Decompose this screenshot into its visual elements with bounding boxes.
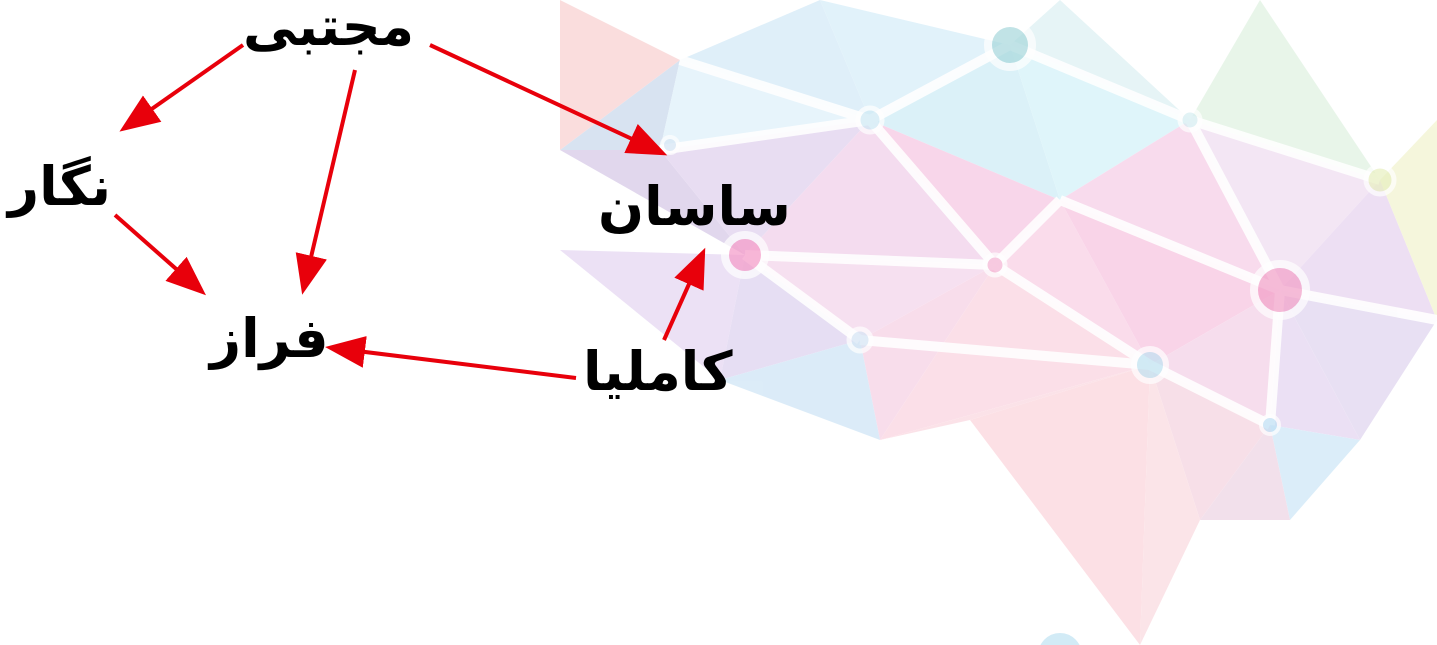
node-saman: ساسان [598, 180, 791, 234]
arrow-mojtaba-to-negar [126, 45, 243, 127]
arrow-kamelia-to-saman [664, 255, 702, 340]
node-kamelia: کاملیا [583, 345, 732, 399]
arrow-mojtaba-to-saman [430, 45, 660, 152]
arrow-negar-to-faraz [115, 215, 200, 290]
node-negar: نگار [8, 160, 111, 214]
arrow-kamelia-to-faraz [333, 348, 576, 378]
arrow-mojtaba-to-faraz [304, 70, 355, 287]
node-mojtaba: مجتبی [243, 0, 414, 54]
node-faraz: فراز [210, 312, 329, 366]
